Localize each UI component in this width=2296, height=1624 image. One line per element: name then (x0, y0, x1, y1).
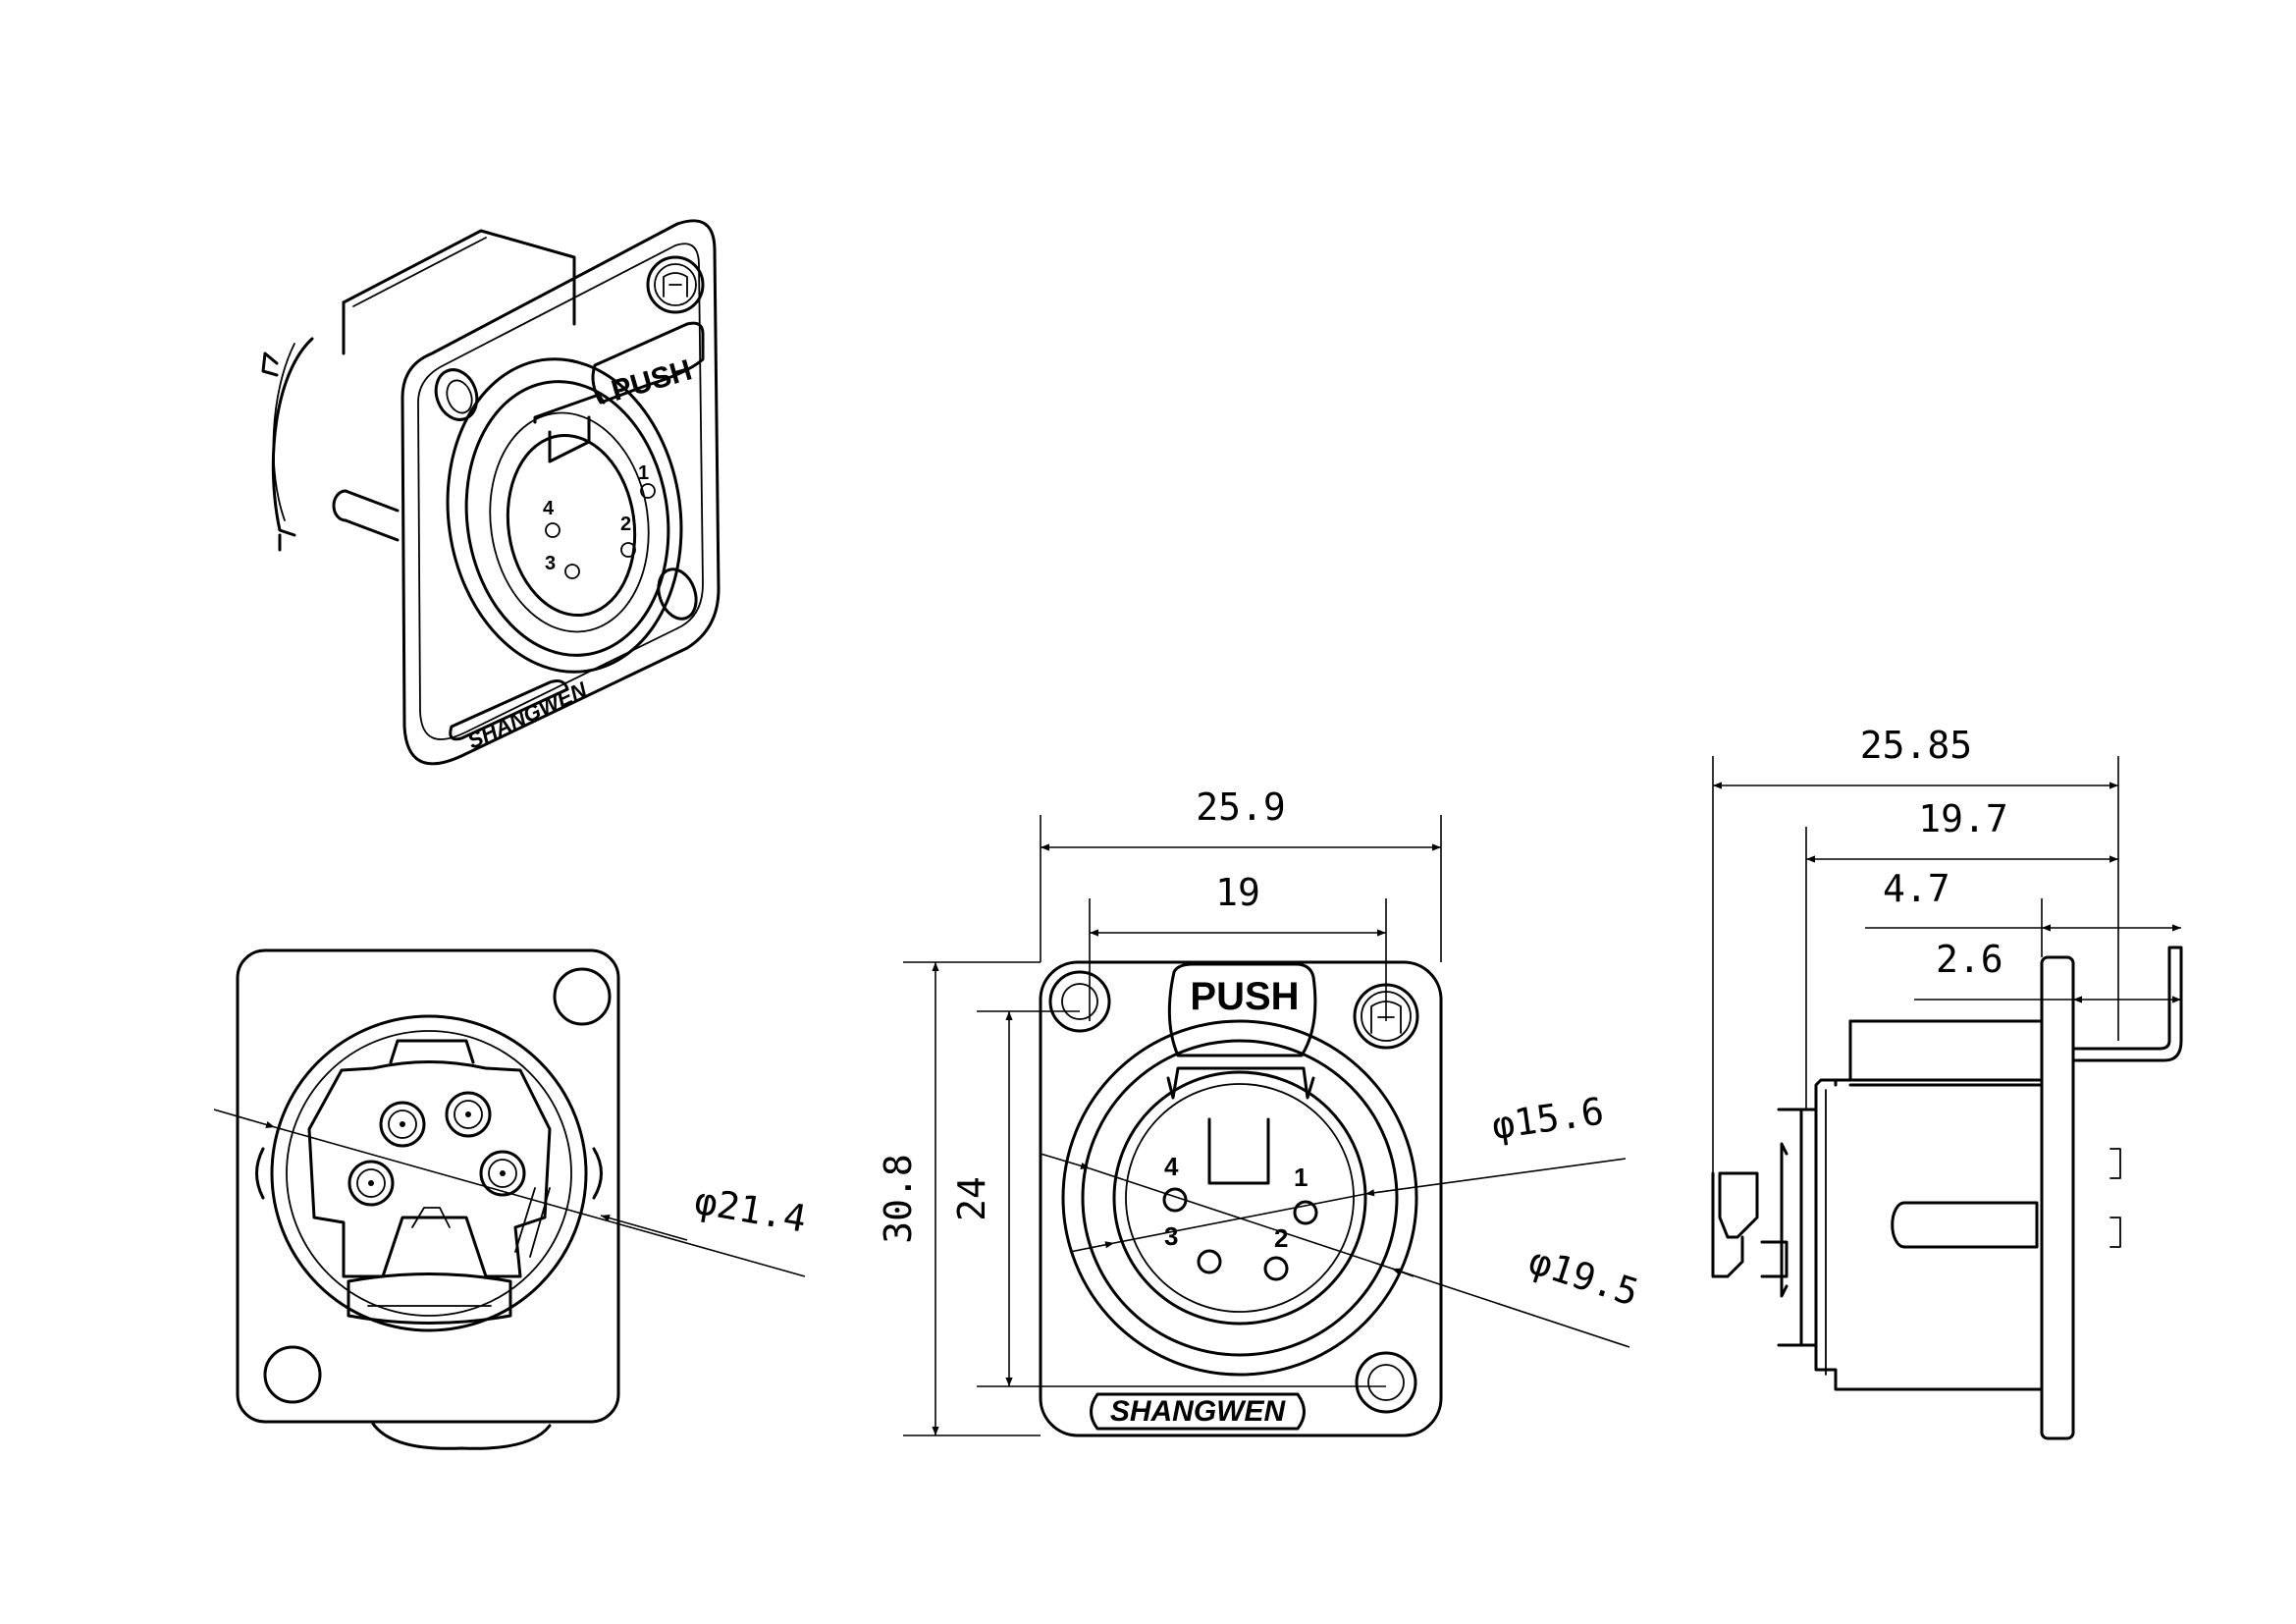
iso-pin-2: 2 (620, 514, 631, 535)
dim-depth-flange: 4.7 (1883, 867, 1950, 910)
front-pin-1: 1 (1294, 1163, 1308, 1192)
dim-depth-pin: 2.6 (1936, 938, 2003, 981)
isometric-brand-label: SHANGWEN (463, 677, 591, 753)
dim-rear-diameter: φ21.4 (691, 1179, 809, 1241)
front-push-label: PUSH (1190, 975, 1299, 1018)
dim-width-holes: 19 (1215, 871, 1260, 914)
front-brand-label: SHANGWEN (1110, 1395, 1287, 1428)
dim-height-overall: 30.8 (877, 1154, 920, 1244)
dim-ring-diameter: φ19.5 (1523, 1239, 1643, 1315)
front-view: PUSH 1 4 3 2 SHANGWEN 25.9 19 30.8 24 (877, 785, 1644, 1437)
iso-pin-1: 1 (638, 462, 649, 484)
dim-height-holes: 24 (950, 1176, 993, 1221)
dim-width-overall: 25.9 (1196, 785, 1286, 829)
side-view: 25.85 19.7 4.7 2.6 (1711, 724, 2183, 1440)
dim-insert-diameter: φ15.6 (1489, 1089, 1606, 1147)
rear-view: φ21.4 (213, 948, 810, 1450)
front-pin-2: 2 (1274, 1223, 1288, 1253)
front-pin-3: 3 (1164, 1221, 1178, 1251)
front-pin-4: 4 (1164, 1152, 1179, 1181)
dim-depth-overall: 25.85 (1860, 724, 1972, 767)
isometric-view: PUSH 1 4 2 3 SHANGWEN (261, 219, 721, 766)
iso-pin-3: 3 (545, 553, 556, 574)
iso-pin-4: 4 (543, 498, 555, 519)
isometric-push-label: PUSH (608, 353, 695, 407)
dim-depth-body: 19.7 (1918, 797, 2008, 840)
